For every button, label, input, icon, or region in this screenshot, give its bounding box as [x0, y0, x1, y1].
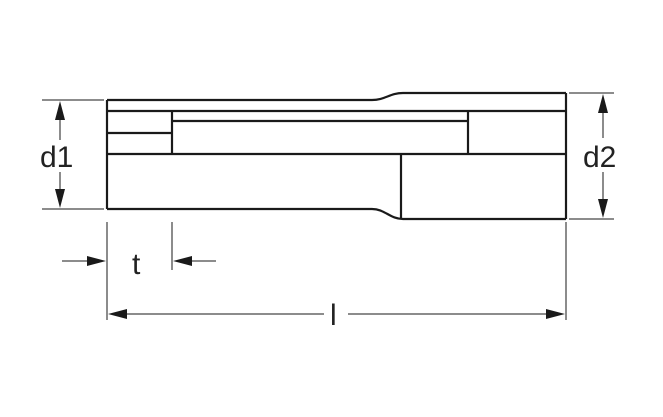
outline-top: [107, 91, 566, 102]
label-d1: d1: [40, 141, 73, 174]
label-t: t: [132, 248, 141, 281]
dimension-d2: d2: [569, 92, 616, 220]
dimension-l: l: [108, 222, 567, 332]
label-d2: d2: [583, 141, 616, 174]
outline-bottom: [107, 207, 566, 221]
label-l: l: [330, 299, 337, 332]
socket-body: [105, 91, 568, 221]
dimension-d1: d1: [40, 99, 104, 210]
dimension-t: t: [62, 222, 216, 320]
